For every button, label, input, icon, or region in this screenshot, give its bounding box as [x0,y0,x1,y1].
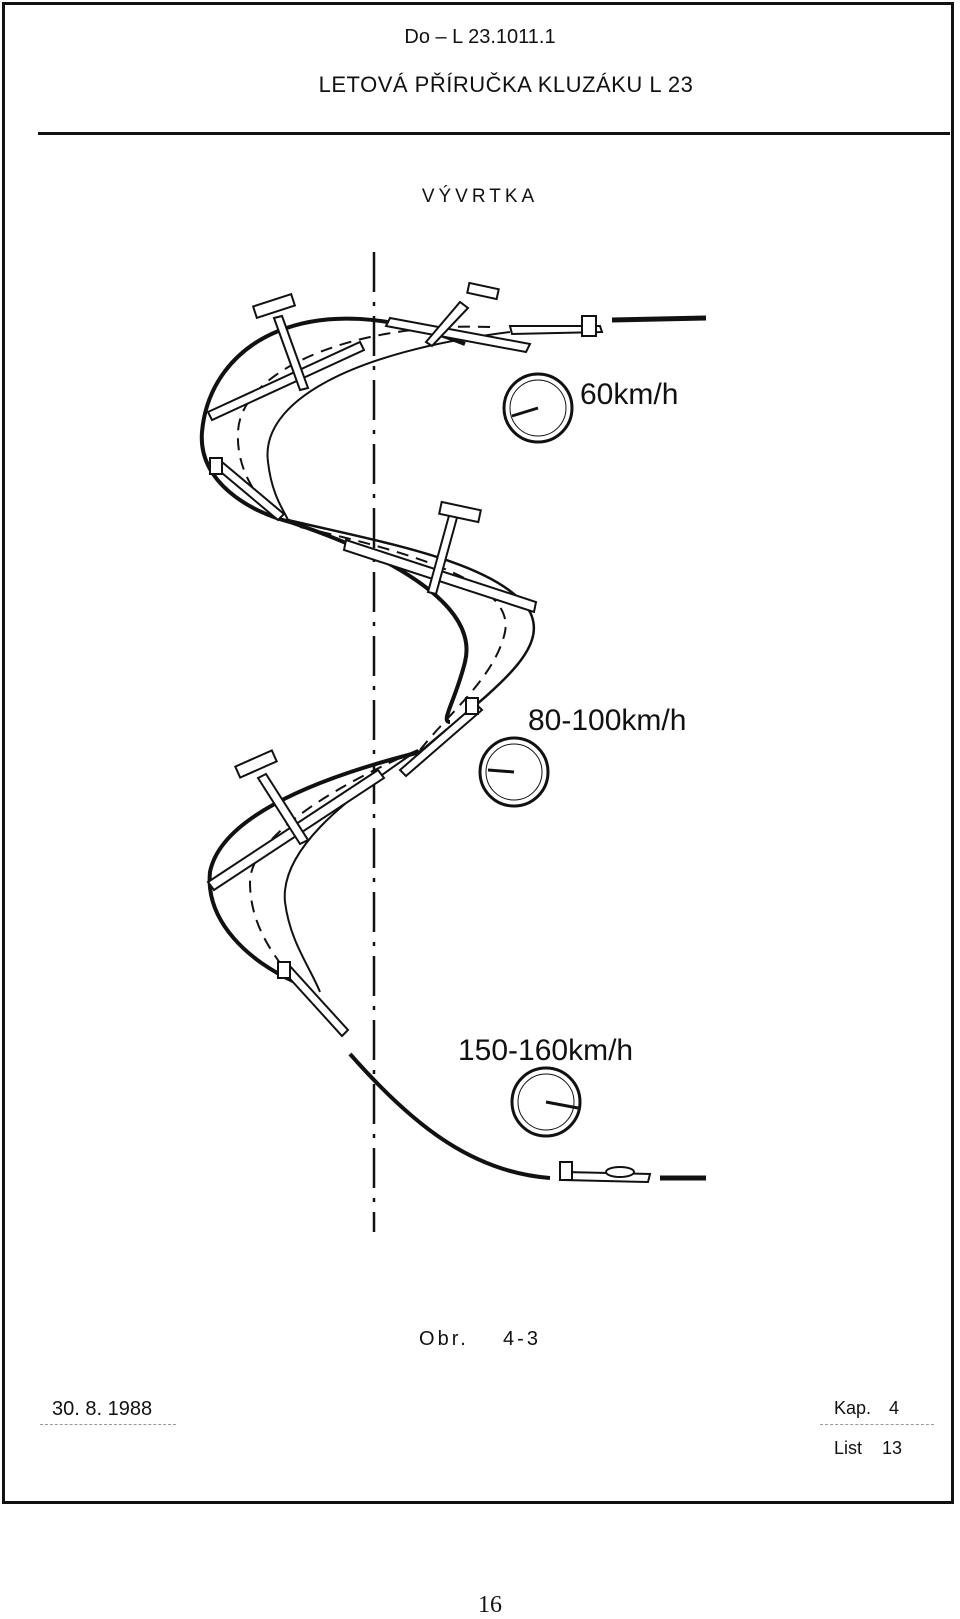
glider-banked-3 [206,749,386,892]
entry-flight-path [611,315,707,323]
section-title: VÝVRTKA [421,186,539,207]
spin-path-dashed-2 [299,526,507,751]
spin-path-outer-1 [199,316,466,524]
spin-path-inner-1 [266,331,511,521]
glider-banked-2 [342,500,538,614]
chapter-ref: Kap. 4 [834,1398,899,1419]
sheet-label: List [834,1438,863,1458]
spin-path-dashed-3 [248,749,419,983]
speed-label-60: 60km/h [580,378,678,411]
glider-diving-1 [209,457,286,522]
spin-path-outer-3 [207,750,421,984]
document-number: Do – L 23.1011.1 [404,26,556,48]
header-rule [38,132,950,135]
recovery-path [348,1052,551,1180]
date-dashed-rule [40,1424,176,1425]
glider-diving-2 [277,961,350,1038]
chapter-dashed-rule [820,1424,934,1425]
spin-path-inner-3 [283,749,419,993]
page-frame [2,2,954,1504]
airspeed-dial-150-160 [510,1066,582,1138]
glider-banked-1 [384,281,532,354]
sheet-value: 13 [882,1438,903,1458]
glider-nose-down-1 [206,292,366,422]
chapter-value: 4 [889,1398,900,1418]
page-number: 16 [478,1592,502,1618]
speed-label-80-100: 80-100km/h [528,704,686,737]
spin-path-dashed-1 [236,325,491,521]
glider-level-exit [559,1161,652,1184]
airspeed-dial-60 [502,372,574,444]
glider-nose-down-2 [398,697,484,778]
manual-title: LETOVÁ PŘÍRUČKA KLUZÁKU L 23 [318,72,694,97]
figure-caption: Obr. 4-3 [419,1328,541,1350]
revision-date: 30. 8. 1988 [52,1398,153,1420]
chapter-label: Kap. [834,1398,872,1418]
sheet-ref: List 13 [834,1438,902,1459]
glider-level-entry [508,315,604,337]
spin-path-outer-2 [287,518,536,753]
airspeed-dial-80-100 [478,736,550,808]
spin-diagram: 60km/h 80-100km/h 150-160km/h [199,252,707,1232]
speed-label-150-160: 150-160km/h [458,1034,633,1067]
